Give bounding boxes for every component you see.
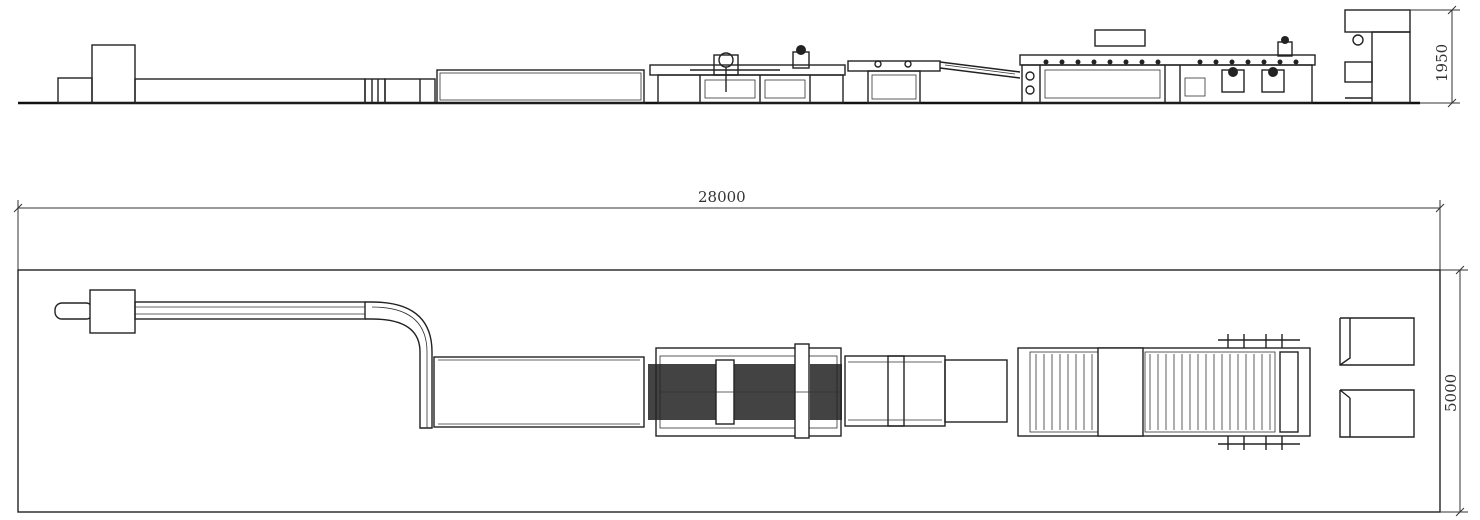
width-dimension-label: 5000	[1442, 374, 1460, 412]
feeder-pipe-plan	[54, 289, 433, 429]
stacker-machine-side	[1344, 9, 1411, 104]
feed-pipe-side	[134, 78, 436, 104]
forming-machine-supports	[1218, 334, 1300, 450]
intermediate-conveyor-plan	[844, 355, 1008, 427]
length-dimension-label: 28000	[698, 188, 746, 206]
inclined-conveyor-side	[939, 61, 1021, 79]
sheeter-plan	[648, 343, 842, 439]
height-dimension: 1950	[1410, 5, 1460, 108]
mixer-tunnel-side	[436, 69, 645, 104]
length-dimension: 28000	[13, 188, 1445, 270]
plan-view: 28000 5000	[13, 188, 1468, 517]
roller-slats-plan	[1035, 354, 1271, 430]
width-dimension: 5000	[1440, 265, 1468, 517]
sheeter-machine-side	[649, 45, 846, 104]
roller-row-side	[1043, 59, 1299, 65]
forming-machine-plan	[1017, 334, 1311, 450]
intermediate-conveyor-side	[847, 60, 941, 104]
forming-machine-side	[1019, 29, 1316, 104]
plan-outline	[17, 269, 1441, 513]
side-elevation-view: 1950	[18, 5, 1460, 108]
height-dimension-label: 1950	[1433, 44, 1451, 82]
collection-bin-bottom	[1339, 389, 1415, 438]
mixer-tunnel-plan	[433, 356, 645, 428]
feeder-unit-side	[57, 44, 136, 104]
collection-bin-top	[1339, 317, 1415, 366]
